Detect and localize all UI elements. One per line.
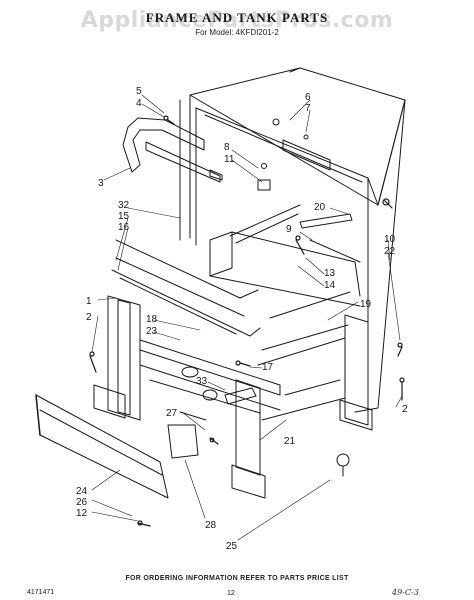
callout-23: 23 <box>146 326 158 337</box>
base-frame <box>93 291 373 499</box>
callout-6: 6 <box>305 92 311 103</box>
callout-21: 21 <box>284 436 296 447</box>
callout-27: 27 <box>166 408 178 419</box>
callout-16: 16 <box>118 222 130 233</box>
callout-28: 28 <box>205 520 217 531</box>
model-subtitle: For Model: 4KFDI201-2 <box>195 28 279 37</box>
callout-26: 26 <box>76 497 88 508</box>
callout-2: 2 <box>86 312 92 323</box>
leader-lines <box>91 94 403 541</box>
callout-2-right: 2 <box>402 404 408 415</box>
callout-24: 24 <box>76 486 88 497</box>
callout-15: 15 <box>118 211 130 222</box>
callout-18: 18 <box>146 314 158 325</box>
upper-rack-rail <box>122 117 223 183</box>
callout-7: 7 <box>305 103 311 114</box>
callout-3: 3 <box>98 178 104 189</box>
callout-11: 11 <box>224 154 235 165</box>
ordering-note: FOR ORDERING INFORMATION REFER TO PARTS … <box>125 575 349 582</box>
callout-1: 1 <box>86 296 92 307</box>
mounting-bracket <box>257 163 271 191</box>
document-number: 4171471 <box>27 589 55 596</box>
callout-12: 12 <box>76 508 88 519</box>
callout-8: 8 <box>224 142 230 153</box>
callout-4: 4 <box>136 98 142 109</box>
screws <box>89 115 405 527</box>
page-number: 12 <box>227 590 235 597</box>
top-bracket <box>272 118 331 171</box>
callout-19: 19 <box>360 299 372 310</box>
callout-10: 10 <box>384 234 396 245</box>
spray-bar <box>229 204 353 244</box>
handwritten-mark: 49-C-3 <box>392 588 419 597</box>
callout-5: 5 <box>136 86 142 97</box>
middle-frame <box>111 231 361 337</box>
callout-33: 33 <box>196 376 208 387</box>
callout-13: 13 <box>324 268 336 279</box>
callout-22: 22 <box>384 246 396 257</box>
callout-labels: 5 4 3 6 7 8 11 32 15 16 20 9 10 22 13 14… <box>76 86 408 552</box>
callout-9: 9 <box>286 224 292 235</box>
callout-14: 14 <box>324 280 336 291</box>
callout-32: 32 <box>118 200 130 211</box>
callout-25: 25 <box>226 541 238 552</box>
diagram-title: FRAME AND TANK PARTS <box>145 10 329 25</box>
toe-panel <box>35 394 169 499</box>
motor-assembly <box>167 366 350 477</box>
callout-20: 20 <box>314 202 326 213</box>
tank-outline <box>179 67 406 413</box>
watermark: AppliancePartsPros.com <box>80 8 394 33</box>
callout-17: 17 <box>262 362 274 373</box>
